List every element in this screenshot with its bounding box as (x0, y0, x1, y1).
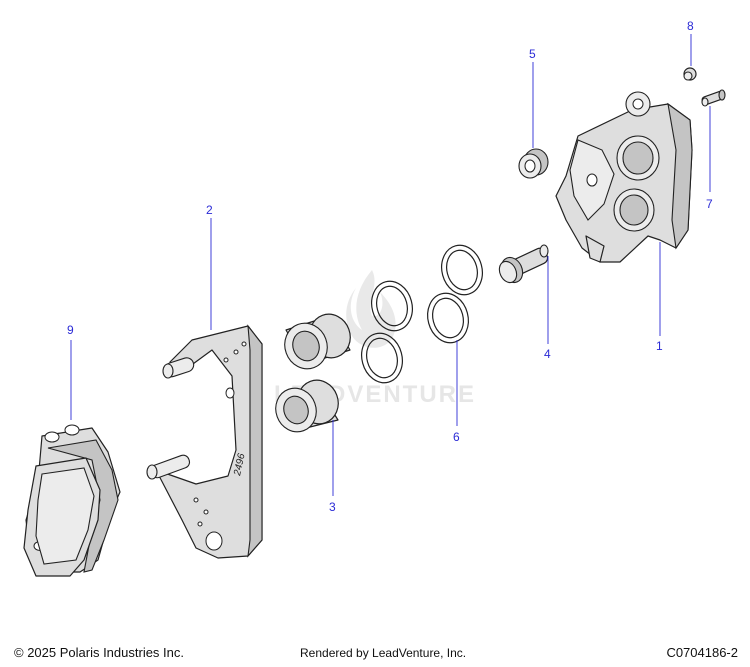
callout-1-label: 1 (656, 339, 663, 353)
rendered-by-text: Rendered by LeadVenture, Inc. (300, 646, 467, 660)
callout-4: 4 (544, 256, 551, 361)
callout-7: 7 (706, 106, 713, 211)
callout-9: 9 (67, 323, 74, 420)
bracket-stamp: 2496 (232, 452, 248, 477)
callout-6: 6 (453, 340, 460, 444)
part-1-caliper-body[interactable] (555, 91, 693, 263)
copyright-text: © 2025 Polaris Industries Inc. (14, 645, 184, 660)
part-2-bracket[interactable]: 2496 (146, 324, 263, 559)
callout-5: 5 (529, 47, 536, 148)
callout-4-label: 4 (544, 347, 551, 361)
part-8-cap[interactable] (683, 67, 697, 81)
part-3-pistons[interactable] (270, 308, 357, 437)
callout-6-label: 6 (453, 430, 460, 444)
callout-1: 1 (656, 242, 663, 353)
part-9-brake-pads[interactable] (23, 424, 121, 577)
callout-2-label: 2 (206, 203, 213, 217)
part-6-seals[interactable] (356, 241, 488, 388)
part-5-plug[interactable] (518, 148, 549, 179)
callout-8: 8 (687, 19, 694, 66)
callout-8-label: 8 (687, 19, 694, 33)
watermark-flame-icon (346, 270, 396, 348)
diagram-code: C0704186-2 (666, 645, 738, 660)
callout-7-label: 7 (706, 197, 713, 211)
callout-3: 3 (329, 420, 336, 514)
callout-5-label: 5 (529, 47, 536, 61)
callout-9-label: 9 (67, 323, 74, 337)
callout-3-label: 3 (329, 500, 336, 514)
part-4-fitting[interactable] (496, 244, 549, 286)
part-7-bleed-screw[interactable] (701, 89, 726, 107)
callout-2: 2 (206, 203, 213, 330)
